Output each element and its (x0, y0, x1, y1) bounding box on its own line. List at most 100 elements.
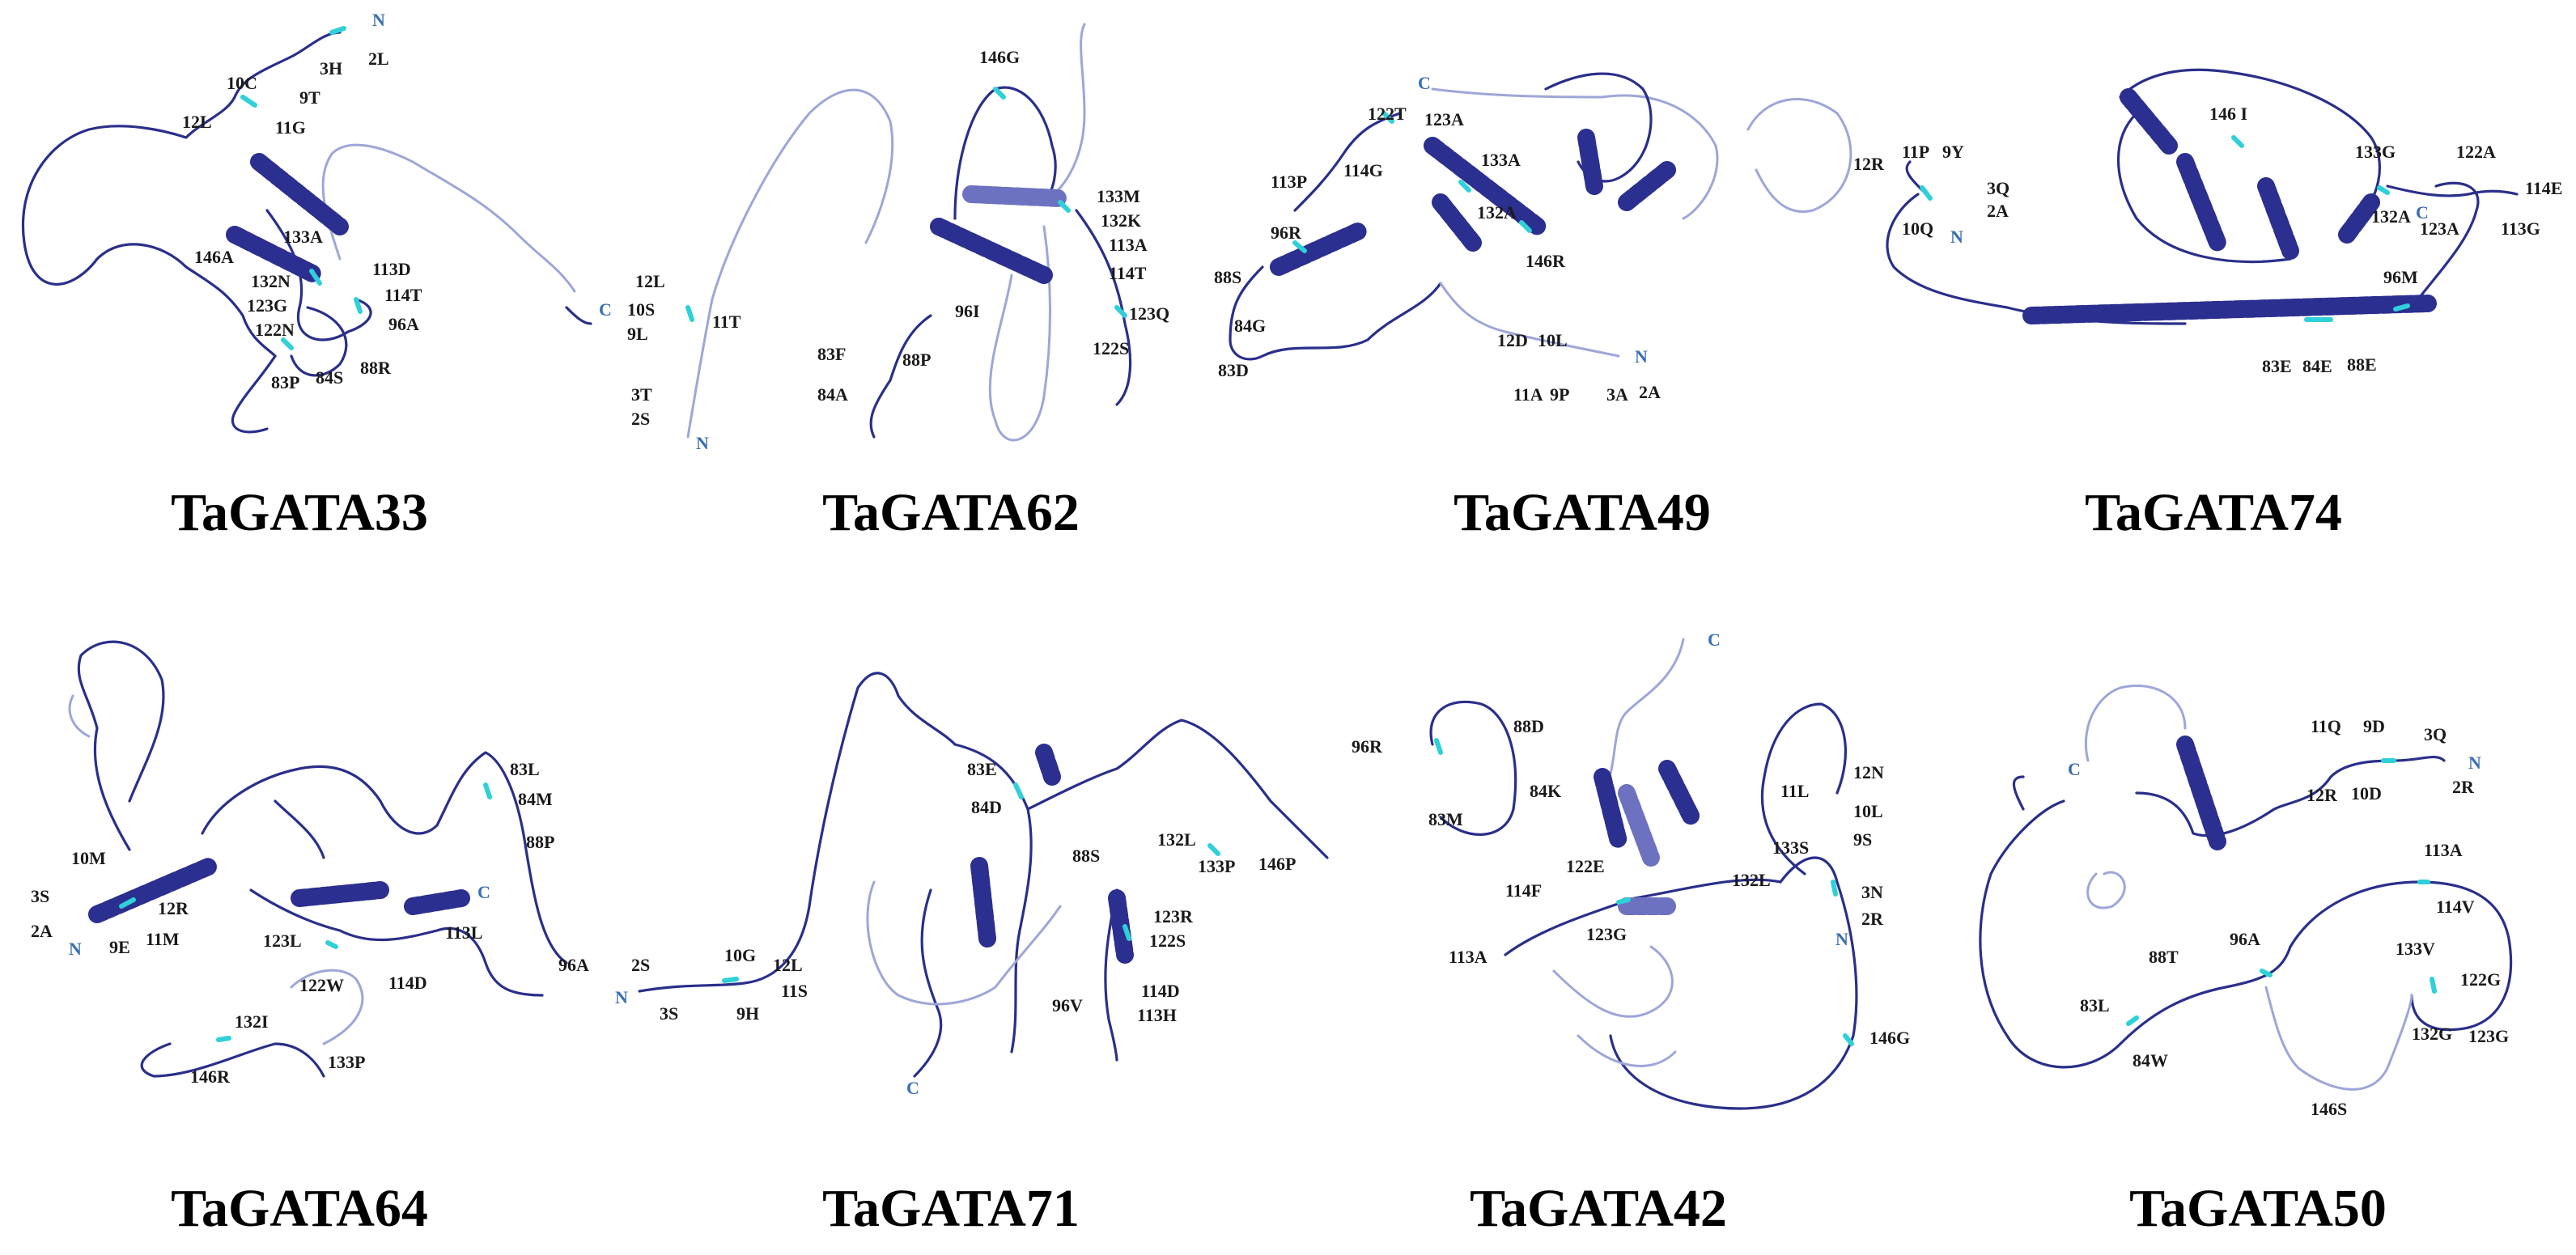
residue-label: 83E (2262, 356, 2292, 376)
residue-label: 146A (194, 247, 234, 267)
residue-label: 123A (2420, 218, 2459, 239)
n-terminus-label: N (1835, 929, 1848, 949)
residue-label: 132A (2371, 206, 2411, 227)
residue-label: 9P (1550, 384, 1569, 405)
residue-label: 96R (1271, 223, 1302, 243)
residue-label: 12L (182, 112, 212, 132)
n-terminus-label: N (372, 10, 385, 30)
residue-label: 84G (1234, 316, 1266, 336)
residue-label: 113P (1271, 172, 1307, 192)
protein-structure (1229, 72, 1852, 361)
residue-label: 10L (1538, 330, 1568, 350)
panel-tagata49: C 122T 123A 133A 132A 146R 113P 114G 96R… (1214, 72, 1852, 542)
n-terminus-label: N (1950, 227, 1963, 247)
residue-label: 113A (2424, 840, 2463, 860)
residue-label: 96R (1352, 736, 1383, 757)
residue-label: 123R (1153, 906, 1194, 926)
residue-label: 2L (368, 49, 389, 69)
residue-label: 12R (1853, 154, 1885, 174)
residue-label: 3Q (1987, 178, 2009, 198)
residue-label: 114T (384, 285, 422, 305)
residue-labels: 83E 84D 88S 132L 133P 146P 123R 122S 2S … (615, 759, 1296, 1098)
residue-label: 9H (736, 1003, 759, 1024)
panel-title: TaGATA33 (171, 483, 428, 542)
residue-label: 114V (2436, 897, 2475, 917)
residue-label: 123G (247, 295, 287, 316)
residue-label: 10G (724, 945, 756, 965)
residue-label: 132A (1477, 202, 1517, 223)
residue-label: 122A (2456, 142, 2496, 162)
residue-label: 84E (2302, 356, 2332, 376)
residue-label: 88D (1513, 716, 1544, 736)
residue-label: 88P (526, 832, 554, 852)
residue-label: 146G (1869, 1028, 1910, 1048)
residue-label: 10M (71, 848, 106, 868)
residue-label: 113A (1109, 235, 1148, 255)
residue-label: 10S (627, 299, 655, 320)
residue-label: 84S (316, 367, 343, 388)
residue-label: 133V (2396, 939, 2435, 959)
c-terminus-label: C (599, 299, 612, 320)
residue-label: 122W (299, 975, 344, 995)
residue-label: 88S (1072, 846, 1100, 866)
panel-tagata71: 83E 84D 88S 132L 133P 146P 123R 122S 2S … (615, 672, 1329, 1238)
residue-label: 3S (660, 1003, 678, 1024)
residue-label: 114D (388, 973, 427, 993)
residue-label: 113L (445, 922, 482, 943)
residue-label: 114F (1505, 880, 1542, 901)
residue-labels: C 96R 88D 84K 83M 11L 12N 10L 9S 133S 12… (1352, 630, 1910, 1048)
residue-label: 3A (1606, 384, 1628, 405)
residue-labels: 11Q 9D 3Q C 12R 10D N 2R 113A 114V 88T 9… (2068, 716, 2509, 1119)
residue-label: 96A (558, 955, 589, 975)
residue-label: 2A (1639, 382, 1661, 402)
residue-label: 3S (31, 886, 49, 906)
residue-label: 3T (631, 384, 652, 405)
protein-structure (22, 26, 592, 434)
residue-label: 96A (2230, 929, 2260, 949)
panel-tagata64: 83L 84M 88P 96A 10M 3S 12R 2A N 9E 11M C… (31, 640, 589, 1238)
residue-label: 9T (299, 87, 320, 108)
residue-label: 133P (328, 1052, 365, 1072)
residue-label: 133A (1481, 150, 1521, 170)
residue-label: 84A (817, 384, 848, 405)
residue-label: 123L (263, 931, 302, 951)
n-terminus-label: N (1635, 346, 1648, 367)
n-terminus-label: N (615, 987, 628, 1007)
c-terminus-label: C (1418, 73, 1431, 93)
residue-label: 9D (2363, 716, 2385, 736)
residue-labels: N 2L 3H 10C 9T 12L 11G 133A 146A 132N 12… (182, 10, 612, 392)
residue-label: 123Q (1129, 303, 1169, 324)
residue-label: 113H (1137, 1005, 1177, 1025)
residue-label: 11G (275, 117, 306, 138)
residue-label: 132L (1157, 829, 1196, 850)
residue-label: 114G (1343, 160, 1383, 180)
residue-label: 133S (1772, 837, 1809, 858)
c-terminus-label: C (2068, 759, 2081, 779)
residue-label: 146G (979, 47, 1020, 67)
residue-label: 11L (1780, 781, 1809, 801)
c-terminus-label: C (906, 1078, 919, 1098)
residue-label: 96I (955, 301, 980, 321)
panel-tagata42: C 96R 88D 84K 83M 11L 12N 10L 9S 133S 12… (1352, 630, 1910, 1238)
residue-label: 122E (1566, 856, 1605, 876)
residue-label: 84K (1530, 781, 1561, 801)
panel-title: TaGATA42 (1470, 1179, 1727, 1238)
residue-label: 10C (227, 73, 257, 93)
residue-label: 12L (635, 271, 665, 291)
residue-label: 123G (1586, 924, 1627, 944)
residue-label: 10D (2351, 783, 2382, 803)
residue-label: 133P (1198, 856, 1235, 876)
residue-label: 83E (967, 759, 997, 779)
n-terminus-label: N (69, 939, 82, 959)
residue-label: 12D (1497, 330, 1528, 350)
residue-label: 133G (2355, 142, 2396, 162)
residue-label: 11Q (2311, 716, 2341, 736)
residue-label: 12N (1853, 762, 1884, 782)
residue-label: 133M (1097, 186, 1140, 206)
residue-label: 113D (372, 259, 411, 279)
residue-label: 3H (320, 58, 342, 78)
residue-label: 122G (2460, 969, 2501, 990)
residue-label: 12R (2307, 785, 2338, 805)
residue-label: 84W (2133, 1050, 2168, 1071)
